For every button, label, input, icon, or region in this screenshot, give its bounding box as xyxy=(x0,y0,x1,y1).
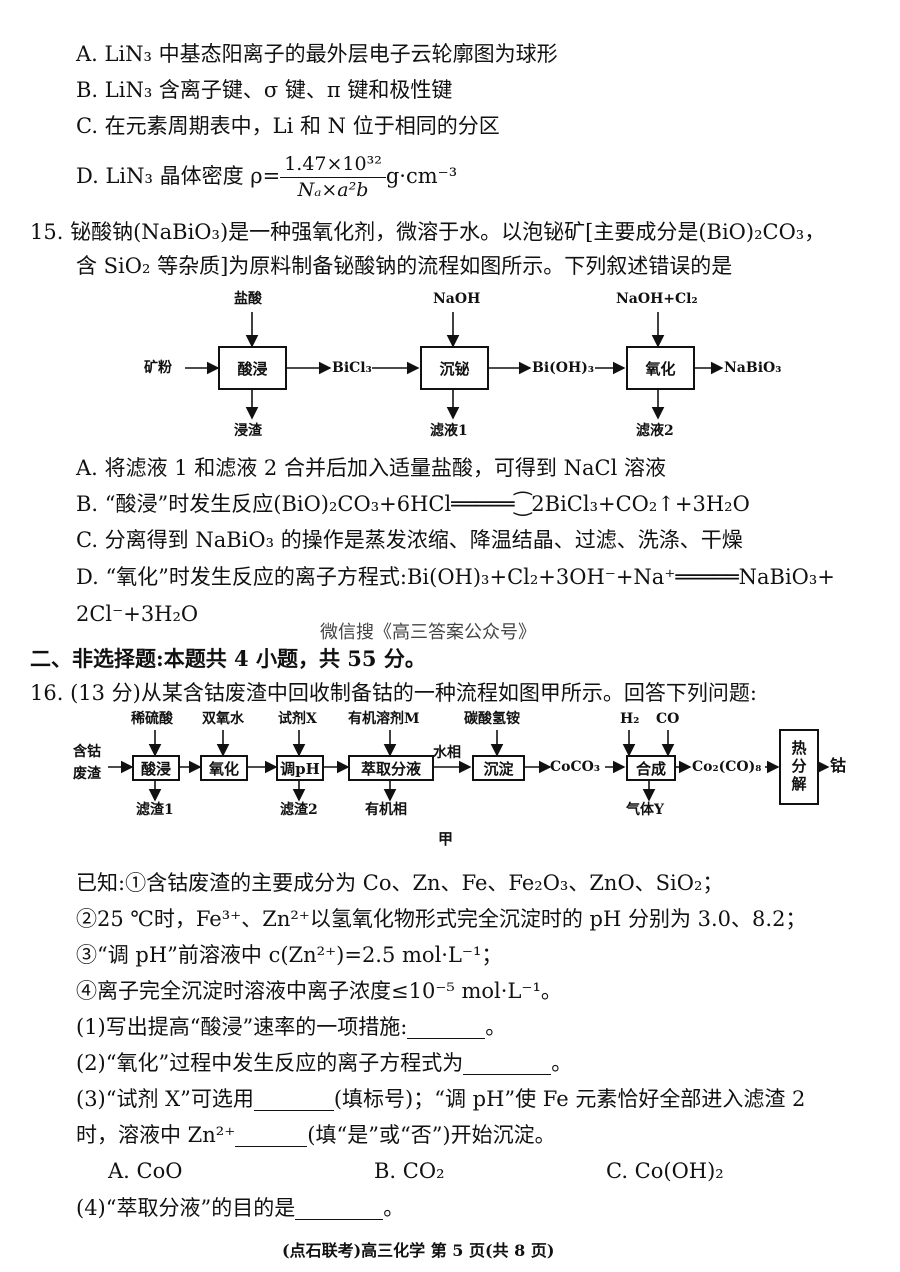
q16-aqueous-phase: 水相 xyxy=(433,745,461,761)
q16-sub-3-answer-blank-2[interactable] xyxy=(235,1125,308,1147)
q16-sub-1-text: (1)写出提高“酸浸”速率的一项措施: xyxy=(76,1015,408,1039)
q16-sub-1-period: 。 xyxy=(485,1015,507,1039)
q16-mid-2: Co₂(CO)₈ xyxy=(692,759,762,775)
q16-known-1: 已知:①含钴废渣的主要成分为 Co、Zn、Fe、Fe₂O₃、ZnO、SiO₂； xyxy=(76,871,724,895)
q16-sub-4-text: (4)“萃取分液”的目的是 xyxy=(76,1196,296,1220)
q15-option-a: A. 将滤液 1 和滤液 2 合并后加入适量盐酸，可得到 NaCl 溶液 xyxy=(76,456,666,480)
q16-reagent-1: 稀硫酸 xyxy=(131,711,173,727)
q15-reagent-1: 盐酸 xyxy=(234,291,262,307)
q16-sub-1: (1)写出提高“酸浸”速率的一项措施: 。 xyxy=(76,1017,506,1039)
q15-flow-input: 矿粉 xyxy=(144,360,172,376)
q16-sub-2: (2)“氧化”过程中发生反应的离子方程式为 。 xyxy=(76,1053,572,1075)
q15-reagent-3: NaOH+Cl₂ xyxy=(616,291,698,307)
q16-waste-3: 滤渣2 xyxy=(280,802,318,818)
q16-box-thermal-decomposition: 热分解 xyxy=(779,729,819,805)
q16-option-a: A. CoO xyxy=(108,1159,183,1183)
q16-reagent-4: 有机溶剂M xyxy=(348,711,420,727)
q15-option-d-line1: D. “氧化”时发生反应的离子方程式:Bi(OH)₃+Cl₂+3OH⁻+Na⁺═… xyxy=(76,565,835,589)
q15-stem-line2: 含 SiO₂ 等杂质]为原料制备铋酸钠的流程如图所示。下列叙述错误的是 xyxy=(76,254,733,278)
density-unit: g·cm⁻³ xyxy=(385,163,458,188)
q16-box-thermal-label: 热分解 xyxy=(789,740,808,794)
q16-sub-2-answer-blank[interactable] xyxy=(463,1053,552,1075)
q15-waste-1: 浸渣 xyxy=(234,423,262,439)
q16-sub-1-answer-blank[interactable] xyxy=(407,1017,486,1039)
q15-waste-3: 滤液2 xyxy=(636,423,674,439)
q16-known-3: ③“调 pH”前溶液中 c(Zn²⁺)=2.5 mol·L⁻¹； xyxy=(76,943,503,967)
q16-stem: 16. (13 分)从某含钴废渣中回收制备钴的一种流程如图甲所示。回答下列问题: xyxy=(30,681,757,705)
q16-sub-3-text-a: (3)“试剂 X”可选用 xyxy=(76,1087,254,1111)
q14-option-c: C. 在元素周期表中，Li 和 N 位于相同的分区 xyxy=(76,114,500,138)
q16-sub-2-text: (2)“氧化”过程中发生反应的离子方程式为 xyxy=(76,1051,464,1075)
q16-input-line2: 废渣 xyxy=(73,766,101,782)
q16-box-acid-leach: 酸浸 xyxy=(132,755,180,781)
q14-option-a: A. LiN₃ 中基态阳离子的最外层电子云轮廓图为球形 xyxy=(76,42,558,66)
q16-mid-1: CoCO₃ xyxy=(550,759,600,775)
q15-box-oxidation: 氧化 xyxy=(626,346,695,390)
q16-reagent-6b: CO xyxy=(656,711,680,727)
q16-sub-3-line1: (3)“试剂 X”可选用 (填标号)；“调 pH”使 Fe 元素恰好全部进入滤渣… xyxy=(76,1089,805,1111)
q16-known-4: ④离子完全沉淀时溶液中离子浓度≤10⁻⁵ mol·L⁻¹。 xyxy=(76,979,562,1003)
q16-box-oxidation: 氧化 xyxy=(200,755,248,781)
q15-option-d-line2: 2Cl⁻+3H₂O xyxy=(76,602,199,626)
section-2-heading: 二、非选择题:本题共 4 小题，共 55 分。 xyxy=(30,646,426,671)
q16-option-b: B. CO₂ xyxy=(374,1159,445,1183)
density-denominator: Nₐ×a²b xyxy=(297,178,369,201)
q15-output: NaBiO₃ xyxy=(724,360,782,376)
q15-waste-2: 滤液1 xyxy=(430,423,468,439)
q15-reagent-2: NaOH xyxy=(433,291,481,307)
q16-box-adjust-ph: 调pH xyxy=(276,755,324,781)
q16-sub-3-text-c: 时，溶液中 Zn²⁺ xyxy=(76,1123,236,1147)
q16-reagent-5: 碳酸氢铵 xyxy=(464,711,520,727)
q16-sub-3-text-d: (填“是”或“否”)开始沉淀。 xyxy=(307,1123,556,1147)
q16-box-extraction: 萃取分液 xyxy=(348,755,434,781)
density-numerator: 1.47×10³² xyxy=(280,154,386,178)
q16-sub-2-period: 。 xyxy=(551,1051,573,1075)
q14-option-d-prefix: D. LiN₃ 晶体密度 ρ= xyxy=(76,163,281,188)
q16-reagent-3: 试剂X xyxy=(278,711,317,727)
q16-sub-3-answer-blank-1[interactable] xyxy=(253,1089,334,1111)
q16-option-c: C. Co(OH)₂ xyxy=(606,1159,724,1183)
q16-sub-4-answer-blank[interactable] xyxy=(295,1198,384,1220)
q15-box-acid-leach: 酸浸 xyxy=(218,346,287,390)
q15-option-c: C. 分离得到 NaBiO₃ 的操作是蒸发浓缩、降温结晶、过滤、洗涤、干燥 xyxy=(76,528,743,552)
q16-sub-4: (4)“萃取分液”的目的是 。 xyxy=(76,1198,404,1220)
q16-waste-1: 滤渣1 xyxy=(136,802,174,818)
q16-output: 钴 xyxy=(830,756,847,775)
q16-input-line1: 含钴 xyxy=(73,744,101,760)
q16-box-synthesis: 合成 xyxy=(626,755,676,781)
q15-option-b: B. “酸浸”时发生反应(BiO)₂CO₃+6HCl═════⁐2BiCl₃+C… xyxy=(76,492,750,516)
q16-box-precipitation: 沉淀 xyxy=(472,755,525,781)
q16-known-2: ②25 ℃时，Fe³⁺、Zn²⁺以氢氧化物形式完全沉淀时的 pH 分别为 3.0… xyxy=(76,907,807,931)
q15-stem-line1: 15. 铋酸钠(NaBiO₃)是一种强氧化剂，微溶于水。以泡铋矿[主要成分是(B… xyxy=(30,220,826,244)
watermark: 微信搜《高三答案公众号》 xyxy=(320,622,536,643)
q16-gas-y: 气体Y xyxy=(626,802,664,818)
q16-sub-3-text-b: (填标号)；“调 pH”使 Fe 元素恰好全部进入滤渣 2 xyxy=(333,1087,806,1111)
q16-reagent-2: 双氧水 xyxy=(202,711,244,727)
q15-mid-1: BiCl₃ xyxy=(332,360,372,376)
q14-option-b: B. LiN₃ 含离子键、σ 键、π 键和极性键 xyxy=(76,78,453,102)
page-footer: (点石联考)高三化学 第 5 页(共 8 页) xyxy=(282,1241,555,1260)
q16-figure-caption: 甲 xyxy=(438,830,454,848)
q15-mid-2: Bi(OH)₃ xyxy=(532,360,594,376)
q16-waste-4: 有机相 xyxy=(365,802,407,818)
q15-box-precipitate-bi: 沉铋 xyxy=(420,346,489,390)
q16-sub-3-line2: 时，溶液中 Zn²⁺ (填“是”或“否”)开始沉淀。 xyxy=(76,1125,556,1147)
q16-sub-4-period: 。 xyxy=(383,1196,405,1220)
q16-reagent-6a: H₂ xyxy=(620,711,640,727)
